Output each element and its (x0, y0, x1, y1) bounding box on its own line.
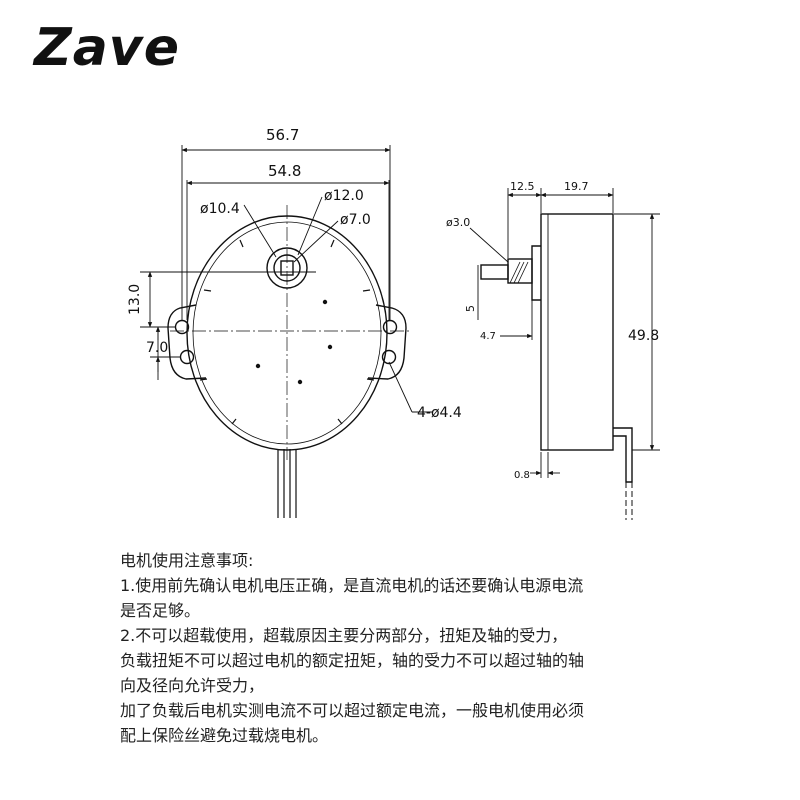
notes-line: 向及径向允许受力， (120, 676, 265, 695)
notes-line: 负载扭矩不可以超过电机的额定扭矩，轴的受力不可以超过轴的轴 (120, 651, 585, 670)
dim-step: 4.7 (480, 331, 496, 342)
dim-inner-width: 54.8 (268, 162, 301, 180)
usage-notes: 电机使用注意事项: 1.使用前先确认电机电压正确，是直流电机的话还要确认电源电流… (120, 548, 740, 748)
side-terminal (613, 427, 633, 483)
mounting-hole-bottom-left (179, 349, 195, 365)
dim-boss-dia: ø12.0 (324, 188, 364, 204)
dim-offset-7: 7.0 (146, 340, 168, 356)
dim-plate: 0.8 (514, 470, 530, 481)
left-mounting-ear (167, 304, 207, 380)
side-body (540, 213, 614, 451)
dim-hub-dia: ø10.4 (200, 201, 240, 217)
notes-line: 配上保险丝避免过载烧电机。 (120, 726, 329, 745)
mounting-hole-bottom-right (381, 349, 397, 365)
technical-drawing: 56.7 54.8 ø10.4 ø12.0 ø7.0 13.0 7.0 4-ø4… (127, 126, 660, 520)
dim-outer-width: 56.7 (266, 126, 299, 144)
notes-line: 加了负载后电机实测电流不可以超过额定电流，一般电机使用必须 (120, 701, 585, 720)
brand-logo: Zave (34, 18, 180, 78)
dim-flat: 5 (464, 305, 477, 312)
notes-line: 是否足够。 (120, 601, 201, 620)
dim-shaft-dia: ø7.0 (340, 212, 371, 228)
dim-height: 49.8 (628, 328, 659, 344)
dim-shaft-length: 12.5 (510, 180, 535, 193)
wire-leads (277, 449, 297, 518)
right-mounting-ear (367, 304, 407, 380)
dim-holes: 4-ø4.4 (417, 405, 462, 421)
dim-body-depth: 19.7 (564, 180, 589, 193)
mounting-hole-top-right (382, 319, 398, 335)
notes-line: 1.使用前先确认电机电压正确，是直流电机的话还要确认电源电流 (120, 576, 584, 595)
side-view (480, 213, 633, 520)
dim-offset-13: 13.0 (127, 284, 143, 315)
dim-side-shaft-dia: ø3.0 (446, 216, 470, 229)
notes-line: 2.不可以超载使用，超载原因主要分两部分，扭矩及轴的受力， (120, 626, 568, 645)
notes-title: 电机使用注意事项: (120, 551, 254, 570)
side-front-step (531, 245, 541, 301)
